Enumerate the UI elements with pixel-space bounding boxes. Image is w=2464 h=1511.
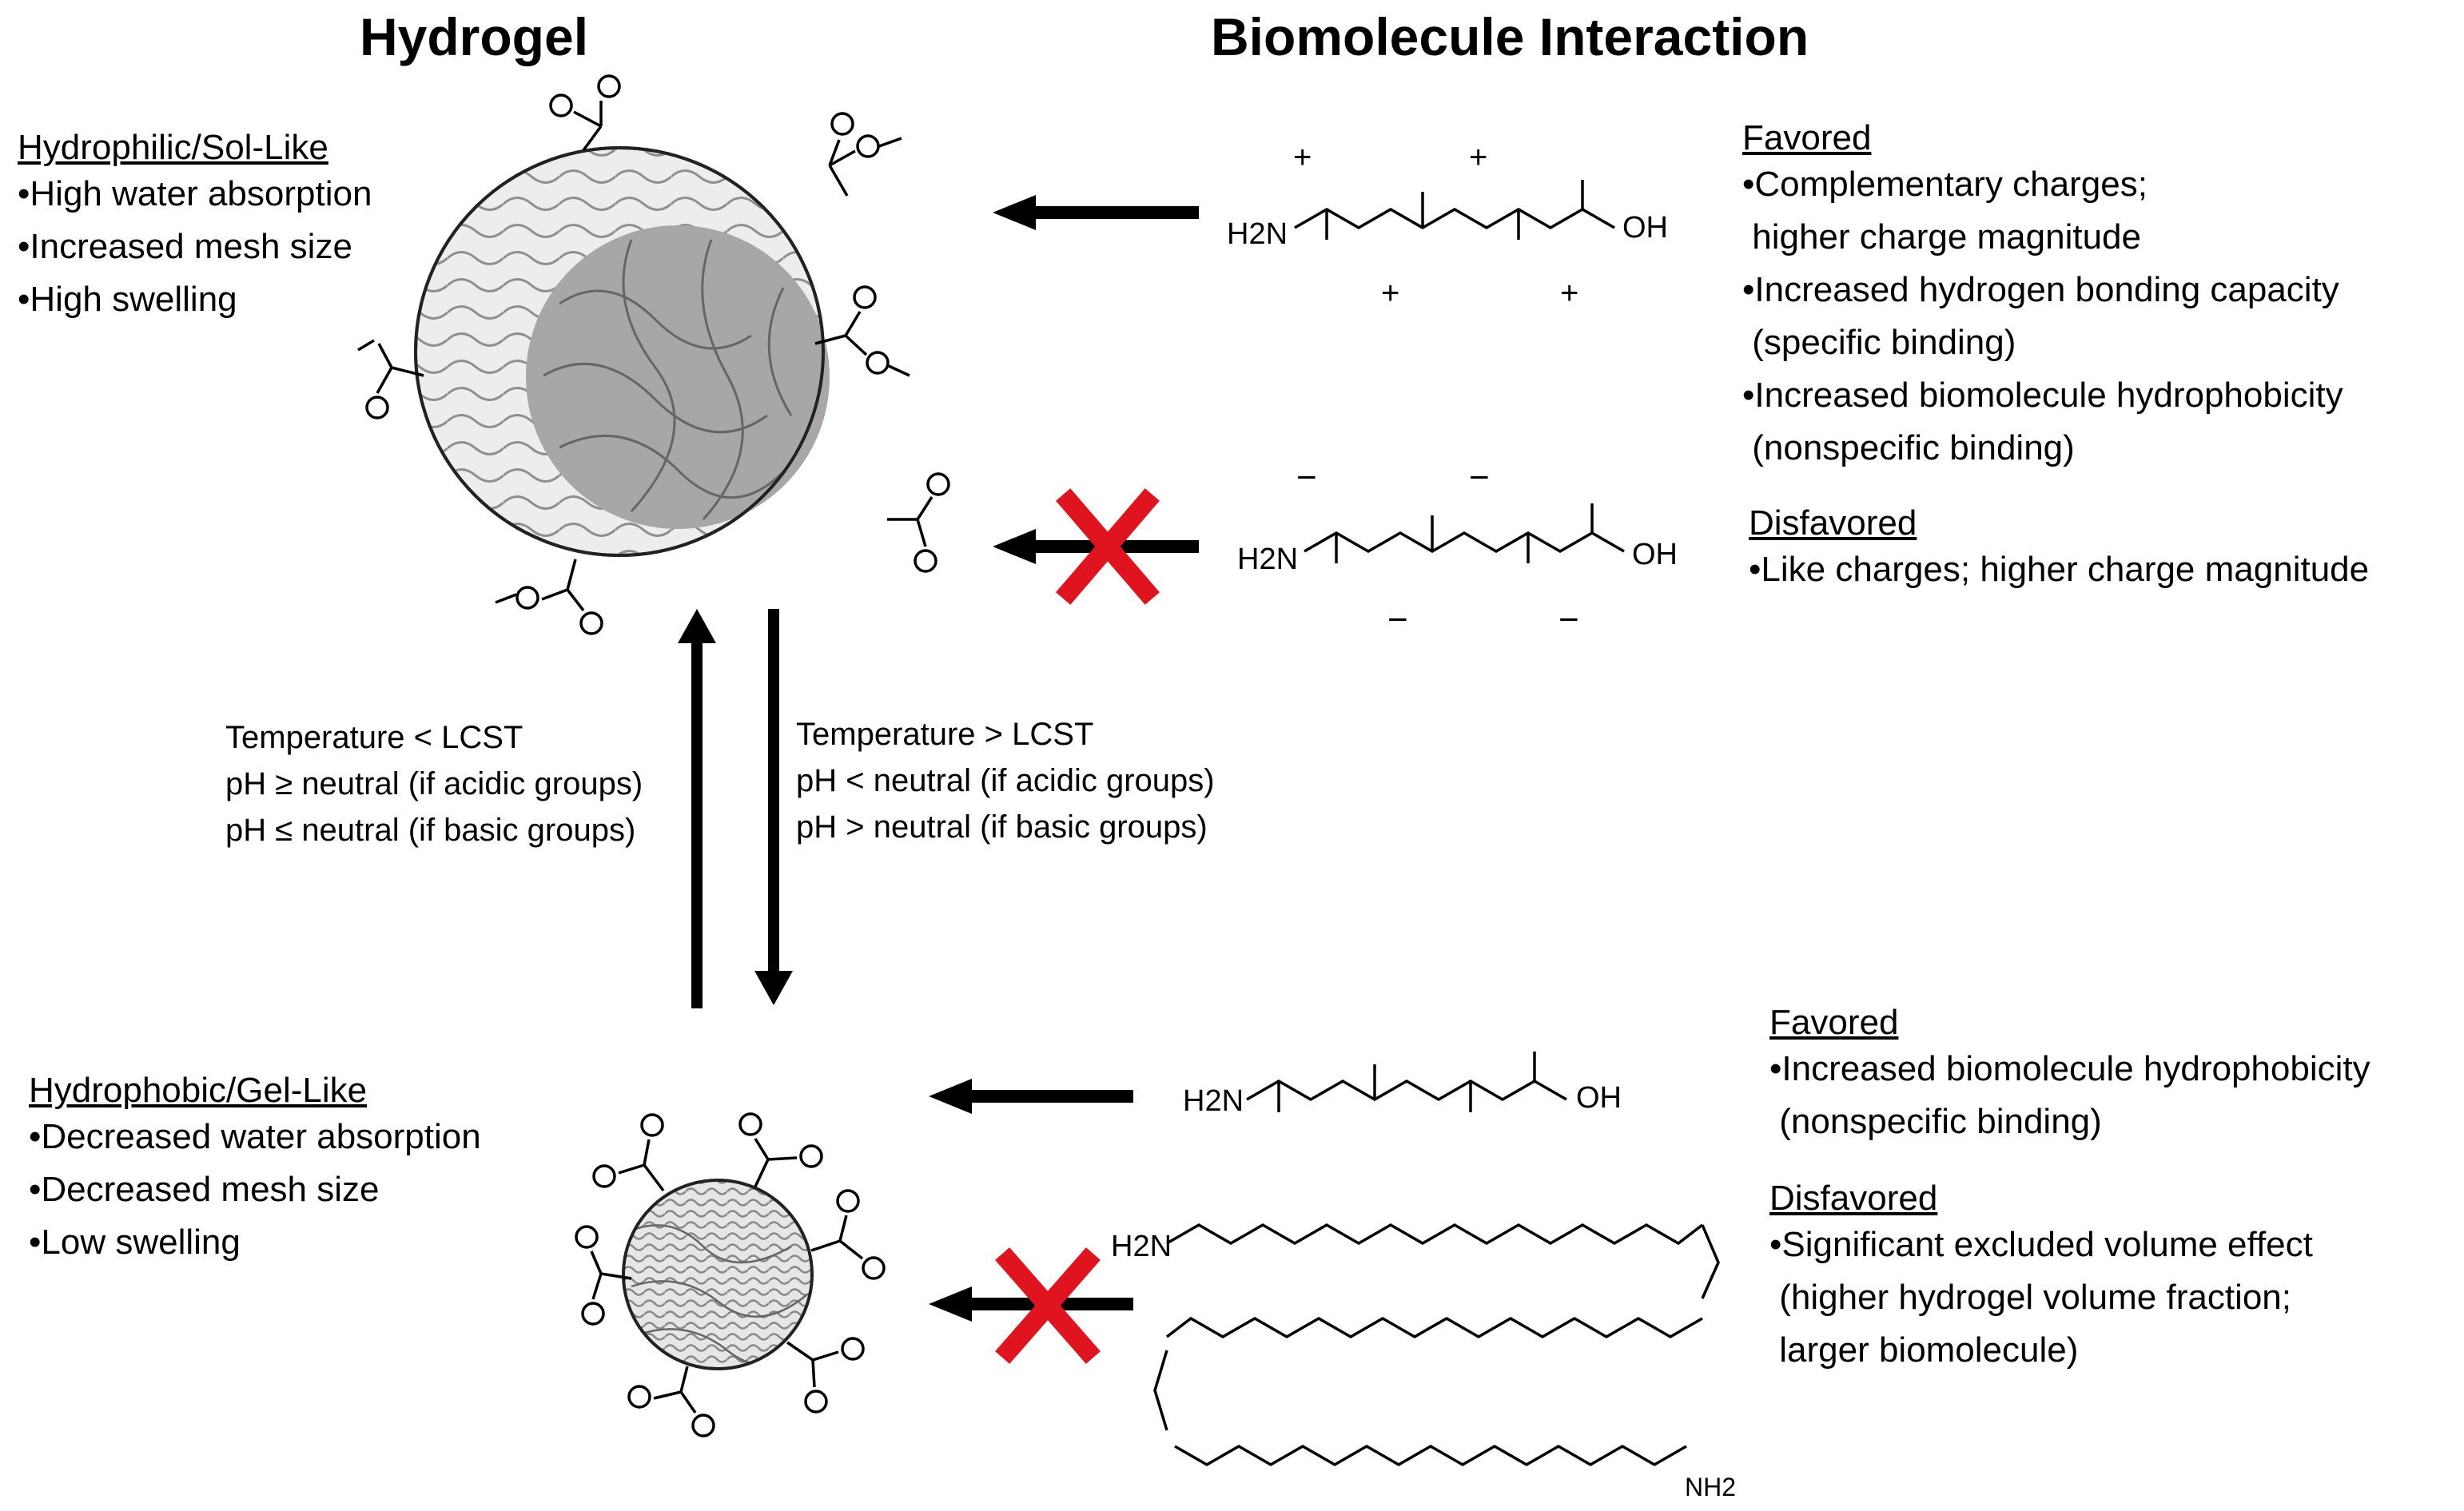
favored-line: •Increased biomolecule hydrophobicity	[1769, 1049, 2370, 1088]
hydrophilic-item: •High swelling	[18, 280, 237, 319]
swollen-hydrogel	[414, 146, 830, 557]
hydrophilic-list: •High water absorption •Increased mesh s…	[18, 168, 372, 326]
minus-charge: −	[1296, 458, 1317, 497]
amine-label: H2N	[1227, 217, 1288, 251]
amine-label: H2N	[1183, 1084, 1244, 1118]
favored-line: •Increased hydrogen bonding capacity	[1742, 270, 2339, 309]
top-disfavored-block: Disfavored •Like charges; higher charge …	[1749, 503, 2369, 596]
minus-charge: −	[1469, 458, 1490, 497]
favored-line: (nonspecific binding)	[1769, 1102, 2102, 1141]
top-disfavored-heading: Disfavored	[1749, 503, 1917, 543]
hydrophilic-item: •Increased mesh size	[18, 227, 352, 266]
hydrophobic-block: Hydrophobic/Gel-Like •Decreased water ab…	[29, 1071, 481, 1269]
top-favored-block: Favored •Complementary charges; higher c…	[1742, 118, 2343, 475]
carboxylate-icon	[887, 472, 950, 573]
bottom-disfavored-heading: Disfavored	[1769, 1179, 1938, 1218]
plus-charge: +	[1381, 276, 1399, 311]
carboxylate-icon	[786, 1337, 865, 1414]
disfavored-line: (higher hydrogel volume fraction;	[1769, 1278, 2291, 1317]
condition-line: Temperature > LCST	[796, 717, 1094, 752]
transition-up-conditions: Temperature < LCST pH ≥ neutral (if acid…	[225, 714, 643, 853]
hydrophilic-block: Hydrophilic/Sol-Like •High water absorpt…	[18, 128, 372, 326]
hydrophilic-heading: Hydrophilic/Sol-Like	[18, 128, 328, 167]
bottom-favored-heading: Favored	[1769, 1003, 1899, 1042]
hydrogel-title: Hydrogel	[360, 7, 589, 66]
peptide-favored-bottom	[1246, 1052, 1567, 1112]
peptide-favored-top	[1294, 180, 1615, 240]
condition-line: pH ≤ neutral (if basic groups)	[225, 813, 636, 848]
condition-line: pH > neutral (if basic groups)	[796, 809, 1208, 845]
transition-down-conditions: Temperature > LCST pH < neutral (if acid…	[796, 711, 1215, 850]
amine-label: H2N	[1111, 1230, 1172, 1263]
top-favored-heading: Favored	[1742, 118, 1872, 157]
arrow-down-head	[754, 971, 793, 1005]
interaction-arrows	[929, 195, 1199, 1364]
plus-charge: +	[1293, 140, 1312, 175]
hydrophobic-heading: Hydrophobic/Gel-Like	[29, 1071, 368, 1110]
favored-line: •Increased biomolecule hydrophobicity	[1742, 376, 2343, 415]
disfavored-line: larger biomolecule)	[1769, 1330, 2079, 1370]
favored-line: higher charge magnitude	[1742, 217, 2141, 256]
acid-label: OH	[1632, 538, 1678, 571]
plus-charge: +	[1469, 140, 1487, 175]
hydrophobic-item: •Decreased water absorption	[29, 1117, 481, 1156]
acid-label: OH	[1576, 1081, 1622, 1115]
favored-line: (specific binding)	[1742, 323, 2016, 362]
acid-label: OH	[1622, 211, 1668, 245]
amine-label: H2N	[1237, 543, 1298, 576]
carboxylate-icon	[810, 1189, 886, 1280]
carboxylate-icon	[549, 74, 621, 152]
hydrophobic-item: •Decreased mesh size	[29, 1170, 380, 1209]
carboxylate-icon	[495, 559, 603, 635]
amide-end-label: NH2	[1685, 1473, 1736, 1501]
minus-charge: −	[1558, 600, 1579, 639]
favored-line: •Complementary charges;	[1742, 165, 2148, 204]
disfavored-line: •Like charges; higher charge magnitude	[1749, 550, 2370, 589]
peptide-large-bottom	[1153, 1223, 1720, 1467]
carboxylate-icon	[575, 1225, 632, 1326]
arrow-up-head	[678, 609, 716, 643]
carboxylate-icon	[738, 1112, 823, 1187]
condition-line: pH < neutral (if acidic groups)	[796, 763, 1215, 798]
peptide-labels: H2N OH + + + + H2N OH − − − − H2N OH H2N…	[1111, 140, 1736, 1501]
biomolecule-interaction-title: Biomolecule Interaction	[1211, 7, 1809, 66]
cross-icon	[1056, 488, 1160, 605]
carboxylate-icon	[828, 112, 902, 197]
peptide-chains	[1153, 180, 1720, 1467]
hydrophilic-item: •High water absorption	[18, 174, 372, 213]
cross-icon	[995, 1247, 1101, 1364]
carboxylate-icon	[627, 1366, 715, 1437]
disfavored-line: •Significant excluded volume effect	[1769, 1225, 2313, 1264]
bottom-favored-block: Favored •Increased biomolecule hydrophob…	[1769, 1003, 2370, 1148]
carboxylate-icon	[592, 1113, 665, 1192]
carboxylate-groups-bottom	[575, 1112, 886, 1437]
collapsed-hydrogel	[622, 1179, 814, 1370]
plus-charge: +	[1560, 276, 1578, 311]
bottom-disfavored-block: Disfavored •Significant excluded volume …	[1769, 1179, 2313, 1377]
favored-line: (nonspecific binding)	[1742, 428, 2075, 467]
carboxylate-groups-top	[357, 74, 950, 635]
gel-core	[526, 225, 830, 529]
hydrophobic-list: •Decreased water absorption •Decreased m…	[29, 1111, 481, 1269]
peptide-disfavored-top	[1304, 503, 1625, 563]
carboxylate-icon	[814, 285, 910, 377]
carboxylate-icon	[357, 339, 424, 420]
condition-line: pH ≥ neutral (if acidic groups)	[225, 766, 643, 801]
condition-line: Temperature < LCST	[225, 720, 523, 755]
transition-arrows	[678, 609, 793, 1008]
hydrophobic-item: •Low swelling	[29, 1223, 241, 1262]
minus-charge: −	[1387, 600, 1408, 639]
